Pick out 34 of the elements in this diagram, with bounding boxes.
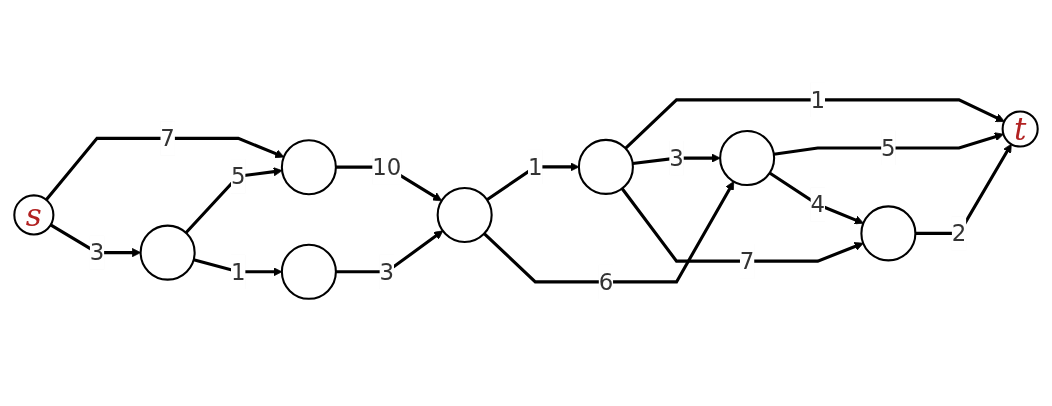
arrow	[335, 230, 444, 274]
edge-label: 7	[739, 248, 755, 275]
arrow	[483, 181, 735, 284]
arrow	[184, 167, 283, 234]
node-circle	[860, 205, 917, 262]
arrow	[768, 171, 864, 225]
edge-label: 4	[810, 191, 826, 218]
edge-label: 5	[230, 163, 246, 190]
arrow	[624, 98, 1005, 150]
edge-label: 7	[160, 125, 175, 152]
node-circle	[719, 130, 776, 187]
node-circle	[577, 138, 634, 195]
node-circle	[436, 186, 493, 243]
arrow	[632, 153, 721, 166]
edge-label: 1	[230, 258, 246, 285]
node-circle	[139, 224, 196, 281]
arrow	[773, 132, 1004, 156]
node-circle	[1001, 110, 1039, 148]
node-circle	[13, 194, 55, 236]
arrow	[915, 143, 1012, 235]
edge-label: 1	[810, 86, 826, 113]
arrow	[45, 136, 285, 201]
edge-label: 3	[669, 145, 684, 172]
edge-label: 5	[881, 134, 896, 161]
graph-drawing: 7 10 1 1 3 5 1 3 6 3 7 5 4 2 s t	[6, 3, 1046, 403]
edge-label: 10	[372, 154, 402, 181]
node-circle	[280, 139, 337, 196]
edge-label: 6	[598, 268, 614, 295]
arrow	[620, 187, 864, 263]
node-circle	[280, 243, 337, 300]
edge-label: 2	[951, 220, 967, 247]
edge-label: 3	[379, 258, 395, 285]
edge-label: 3	[89, 239, 105, 266]
edge-label: 1	[528, 153, 543, 180]
